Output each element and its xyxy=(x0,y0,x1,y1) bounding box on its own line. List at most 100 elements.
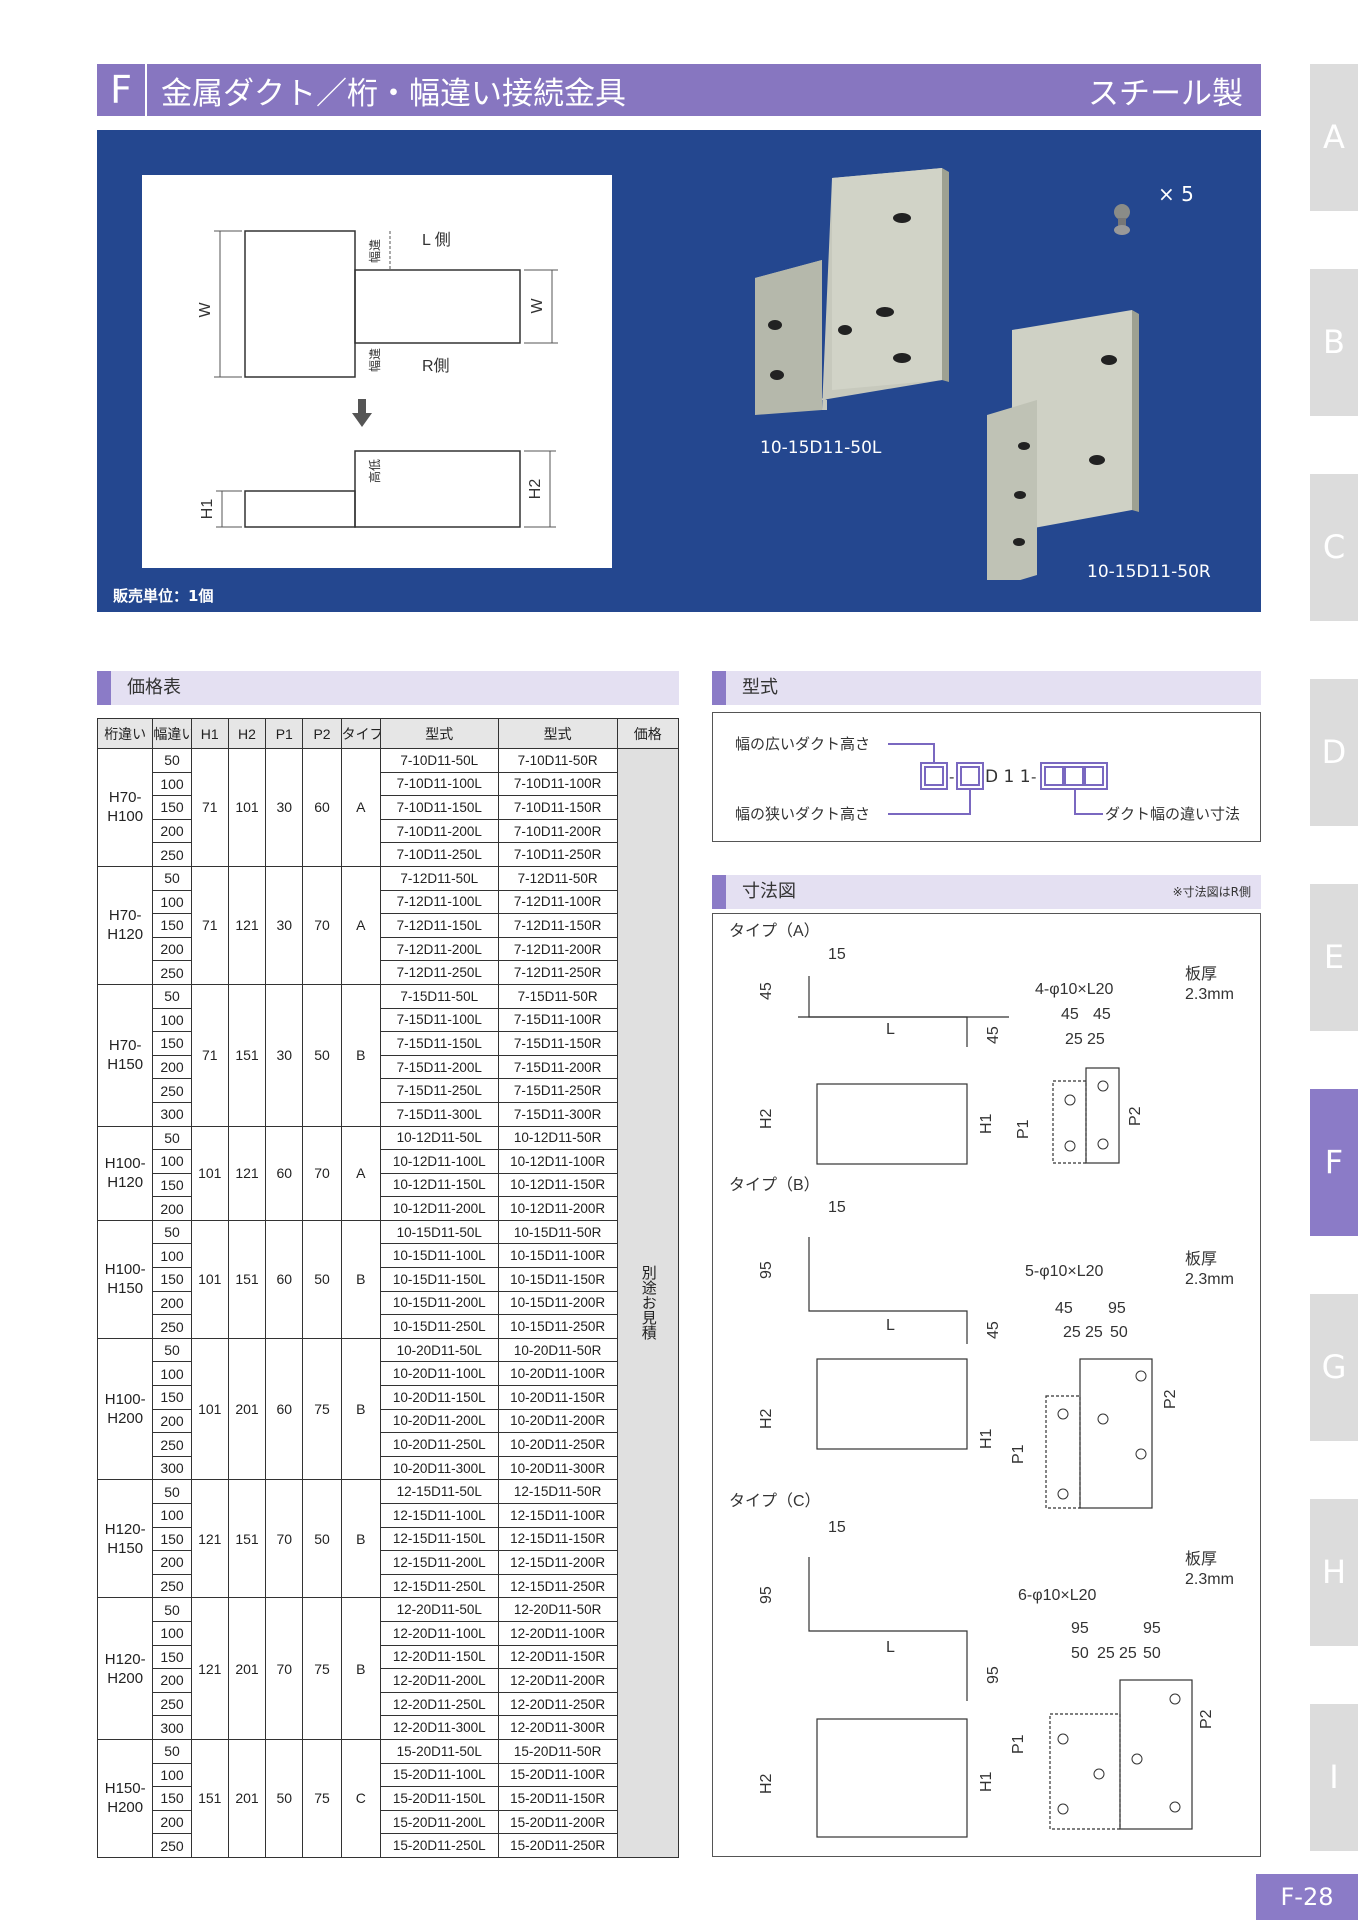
type-cell: B xyxy=(340,1597,381,1740)
p2-cell: 75 xyxy=(302,1337,342,1481)
tab-i[interactable]: I xyxy=(1310,1704,1358,1851)
model-l-cell: 7-10D11-50L xyxy=(379,748,499,773)
screw-icon xyxy=(1114,204,1130,235)
haba-cell: 50 xyxy=(152,1738,192,1764)
model-l-cell: 12-15D11-200L xyxy=(379,1550,499,1575)
model-r-cell: 10-12D11-100R xyxy=(497,1149,618,1174)
typeC-95-right: 95 xyxy=(985,1666,1002,1684)
p1-cell: 30 xyxy=(265,865,304,985)
model-r-cell: 12-20D11-250R xyxy=(497,1691,618,1717)
typeA-thickness: 板厚 xyxy=(1185,965,1217,983)
model-r-cell: 15-20D11-200R xyxy=(497,1809,618,1835)
haba-cell: 250 xyxy=(152,1573,192,1599)
haba-cell: 200 xyxy=(152,1668,192,1693)
typeB-H1: H1 xyxy=(978,1428,995,1449)
p1-cell: 60 xyxy=(265,1337,304,1481)
model-r-cell: 10-20D11-200R xyxy=(497,1408,618,1434)
connection-diagram-svg: W W H1 H2 L 側 R側 幅違 幅違 高低 xyxy=(197,230,558,528)
tab-e[interactable]: E xyxy=(1310,884,1358,1031)
typeA-d15: 15 xyxy=(828,946,846,963)
model-l-cell: 15-20D11-150L xyxy=(379,1786,499,1811)
material-label: スチール製 xyxy=(1088,75,1243,112)
typeC-label: タイプ（C） xyxy=(729,1492,821,1510)
p1-cell: 30 xyxy=(265,748,304,867)
haba-cell: 100 xyxy=(152,889,192,915)
p2-cell: 70 xyxy=(302,865,342,985)
haba-cell: 200 xyxy=(152,1408,192,1434)
typeC-thickness: 板厚 xyxy=(1185,1550,1217,1568)
model-r-cell: 7-10D11-100R xyxy=(497,771,618,797)
typeB-25a: 25 xyxy=(1063,1324,1081,1341)
typeC-95-side: 95 xyxy=(758,1586,775,1604)
tab-f[interactable]: F xyxy=(1310,1089,1358,1236)
typeA-H1: H1 xyxy=(978,1113,995,1134)
model-r-cell: 10-15D11-100R xyxy=(497,1243,618,1269)
model-l-cell: 10-12D11-100L xyxy=(379,1149,499,1174)
tab-a[interactable]: A xyxy=(1310,64,1358,211)
model-code-mid: D 1 1 xyxy=(985,767,1031,787)
model-r-cell: 7-15D11-300R xyxy=(497,1101,618,1127)
typeA-45b: 45 xyxy=(1093,1006,1111,1023)
h1-label: H1 xyxy=(199,499,216,520)
page-header: F 金属ダクト／桁・幅違い接続金具 スチール製 xyxy=(97,64,1261,116)
haba-label-top: 幅違 xyxy=(367,239,382,263)
col-header: 価格 xyxy=(616,718,679,749)
page-number: F-28 xyxy=(1256,1874,1358,1920)
typeB-P2: P2 xyxy=(1162,1389,1179,1409)
h2-label: H2 xyxy=(527,479,544,500)
haba-label-bottom: 幅違 xyxy=(367,348,382,372)
tab-c[interactable]: C xyxy=(1310,474,1358,621)
model-r-cell: 7-15D11-150R xyxy=(497,1031,618,1056)
typeA-holes: 4-φ10×L20 xyxy=(1035,981,1114,998)
tab-h[interactable]: H xyxy=(1310,1499,1358,1646)
typeC-25a: 25 xyxy=(1097,1645,1115,1662)
haba-cell: 150 xyxy=(152,1786,192,1811)
model-l-cell: 12-20D11-250L xyxy=(379,1691,499,1717)
sale-unit: 販売単位：1個 xyxy=(113,587,214,605)
p1-cell: 60 xyxy=(265,1219,304,1339)
haba-cell: 50 xyxy=(152,748,192,773)
haba-cell: 100 xyxy=(152,1620,192,1646)
w-right-label: W xyxy=(529,298,546,314)
tab-g[interactable]: G xyxy=(1310,1294,1358,1441)
type-cell: A xyxy=(340,1125,381,1221)
typeB-45t: 45 xyxy=(1055,1300,1073,1317)
model-r-cell: 12-20D11-150R xyxy=(497,1644,618,1670)
typeB-25b: 25 xyxy=(1085,1324,1103,1341)
table-header-row: 桁違い幅違いH1H2P1P2タイプ型式型式価格 xyxy=(96,718,679,749)
part-label-right: 10-15D11-50R xyxy=(1087,562,1211,582)
haba-cell: 100 xyxy=(152,771,192,797)
h2-cell: 121 xyxy=(227,865,267,985)
p1-cell: 50 xyxy=(265,1738,304,1858)
model-l-cell: 10-20D11-200L xyxy=(379,1408,499,1434)
price-section-header: 価格表 xyxy=(97,671,679,705)
price-table: 桁違い幅違いH1H2P1P2タイプ型式型式価格 H70-H10050711013… xyxy=(96,718,679,1858)
tab-d[interactable]: D xyxy=(1310,679,1358,826)
model-r-cell: 12-15D11-100R xyxy=(497,1503,618,1528)
model-l-cell: 12-20D11-300L xyxy=(379,1715,499,1740)
model-r-cell: 10-12D11-200R xyxy=(497,1196,618,1221)
haba-cell: 300 xyxy=(152,1715,192,1740)
model-l-cell: 10-20D11-150L xyxy=(379,1385,499,1410)
p2-cell: 70 xyxy=(302,1125,342,1221)
col-header: タイプ xyxy=(340,718,381,749)
type-cell: B xyxy=(340,1219,381,1339)
tab-b[interactable]: B xyxy=(1310,269,1358,416)
typeB-45-right: 45 xyxy=(985,1321,1002,1339)
haba-cell: 50 xyxy=(152,1337,192,1363)
haba-cell: 200 xyxy=(152,1290,192,1316)
h1-cell: 101 xyxy=(190,1219,229,1339)
